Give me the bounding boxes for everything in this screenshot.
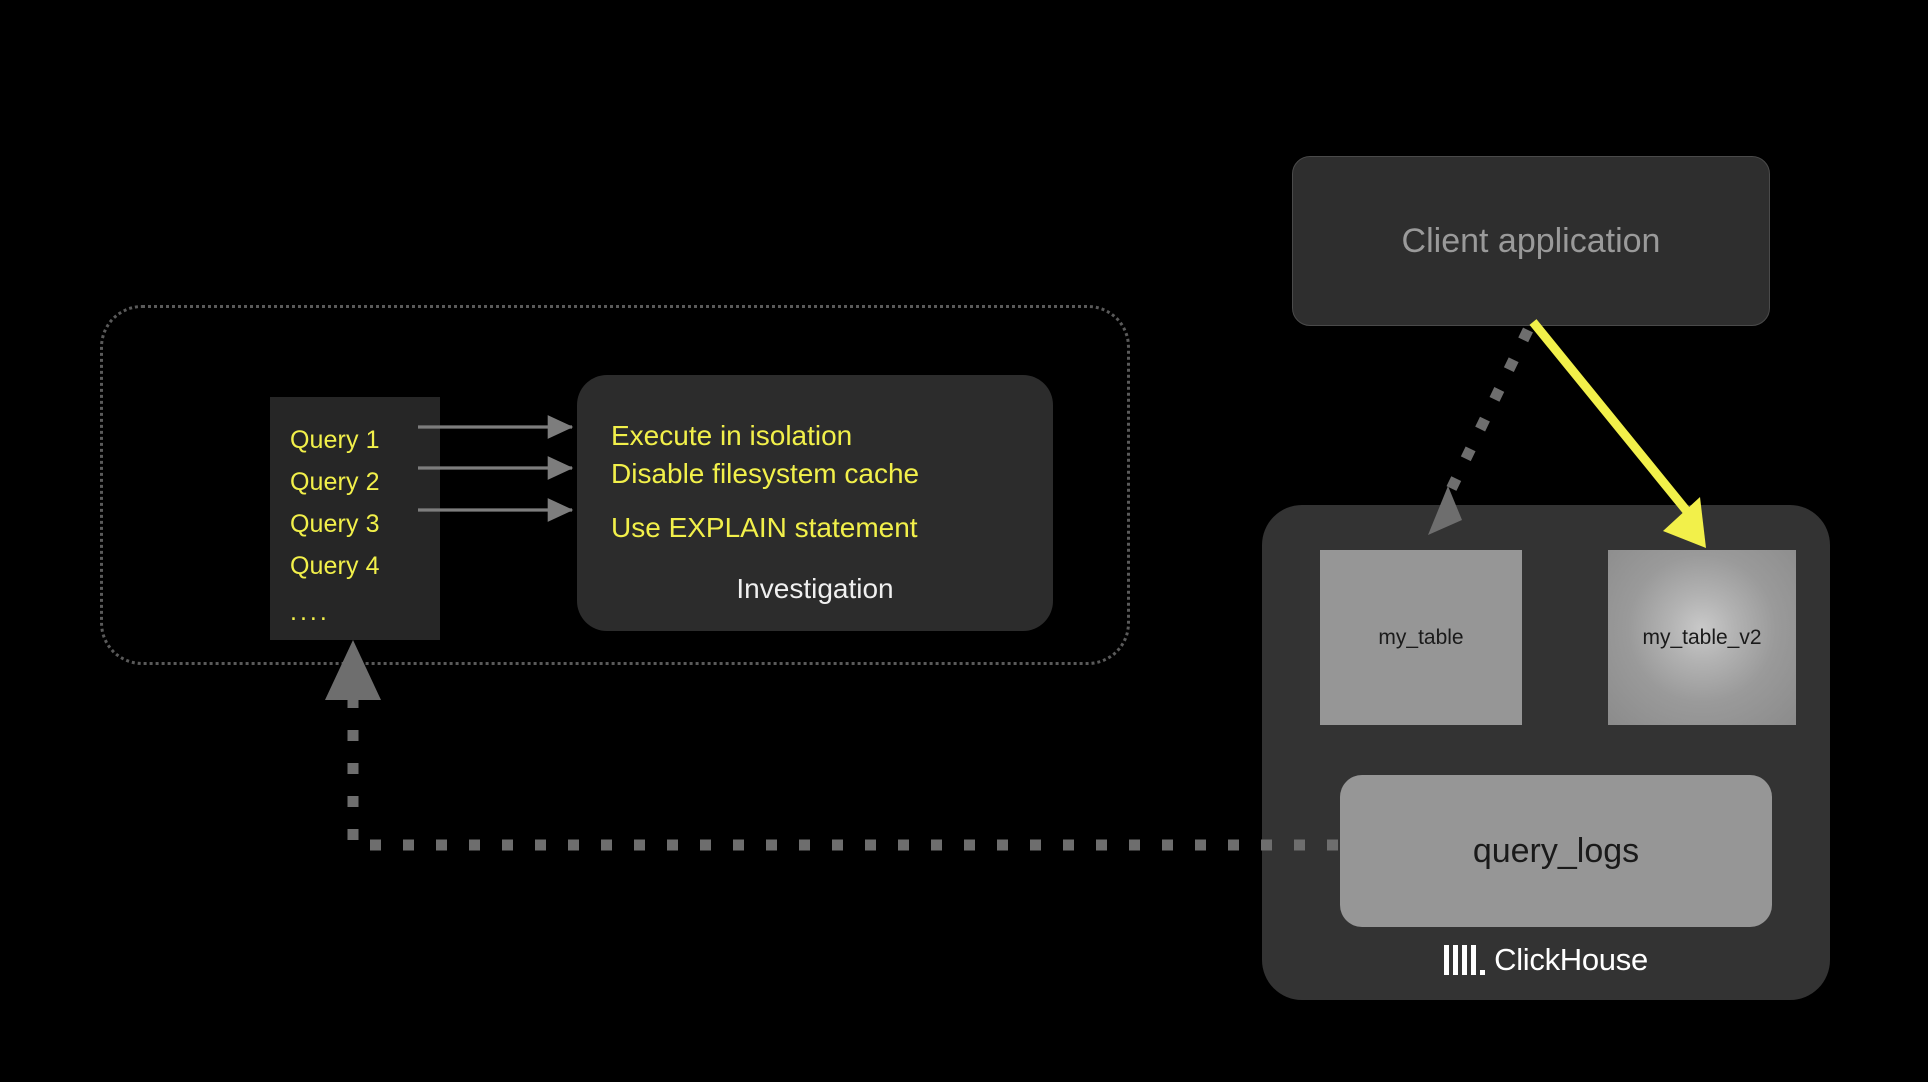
client-application-label: Client application bbox=[1401, 221, 1661, 260]
connector-query-logs-feedback bbox=[347, 690, 1338, 851]
table-node-my-table: my_table bbox=[1320, 550, 1522, 725]
table-node-label: query_logs bbox=[1472, 831, 1640, 870]
investigation-step: Disable filesystem cache bbox=[611, 458, 920, 489]
clickhouse-bars-icon bbox=[1444, 945, 1486, 975]
query-list-item: Query 1 bbox=[290, 426, 380, 454]
clickhouse-logo: ClickHouse bbox=[1262, 942, 1830, 978]
query-list-item: Query 3 bbox=[290, 510, 380, 538]
clickhouse-panel: my_table my_table_v2 query_logs ClickHou… bbox=[1262, 505, 1830, 1000]
table-node-label: my_table bbox=[1378, 625, 1464, 649]
investigation-step: Execute in isolation bbox=[611, 420, 853, 451]
connector-client-to-my-table-v2 bbox=[1529, 319, 1694, 518]
table-node-query-logs: query_logs bbox=[1340, 775, 1772, 927]
investigation-panel-caption: Investigation bbox=[736, 573, 894, 604]
query-list-item-ellipsis: .... bbox=[290, 598, 330, 626]
connector-client-to-my-table bbox=[1438, 327, 1533, 509]
query-list-item: Query 4 bbox=[290, 552, 380, 580]
query-list-box: Query 1 Query 2 Query 3 Query 4 .... bbox=[270, 397, 440, 640]
query-list-item: Query 2 bbox=[290, 468, 380, 496]
investigation-step: Use EXPLAIN statement bbox=[611, 512, 918, 543]
investigation-panel: Execute in isolation Disable filesystem … bbox=[577, 375, 1053, 631]
investigation-steps: Execute in isolation Disable filesystem … bbox=[611, 417, 1031, 547]
table-node-my-table-v2: my_table_v2 bbox=[1608, 550, 1796, 725]
clickhouse-wordmark: ClickHouse bbox=[1494, 942, 1648, 977]
table-node-label: my_table_v2 bbox=[1642, 625, 1762, 649]
client-application-box: Client application bbox=[1292, 156, 1770, 326]
investigation-group-container bbox=[100, 305, 1130, 665]
